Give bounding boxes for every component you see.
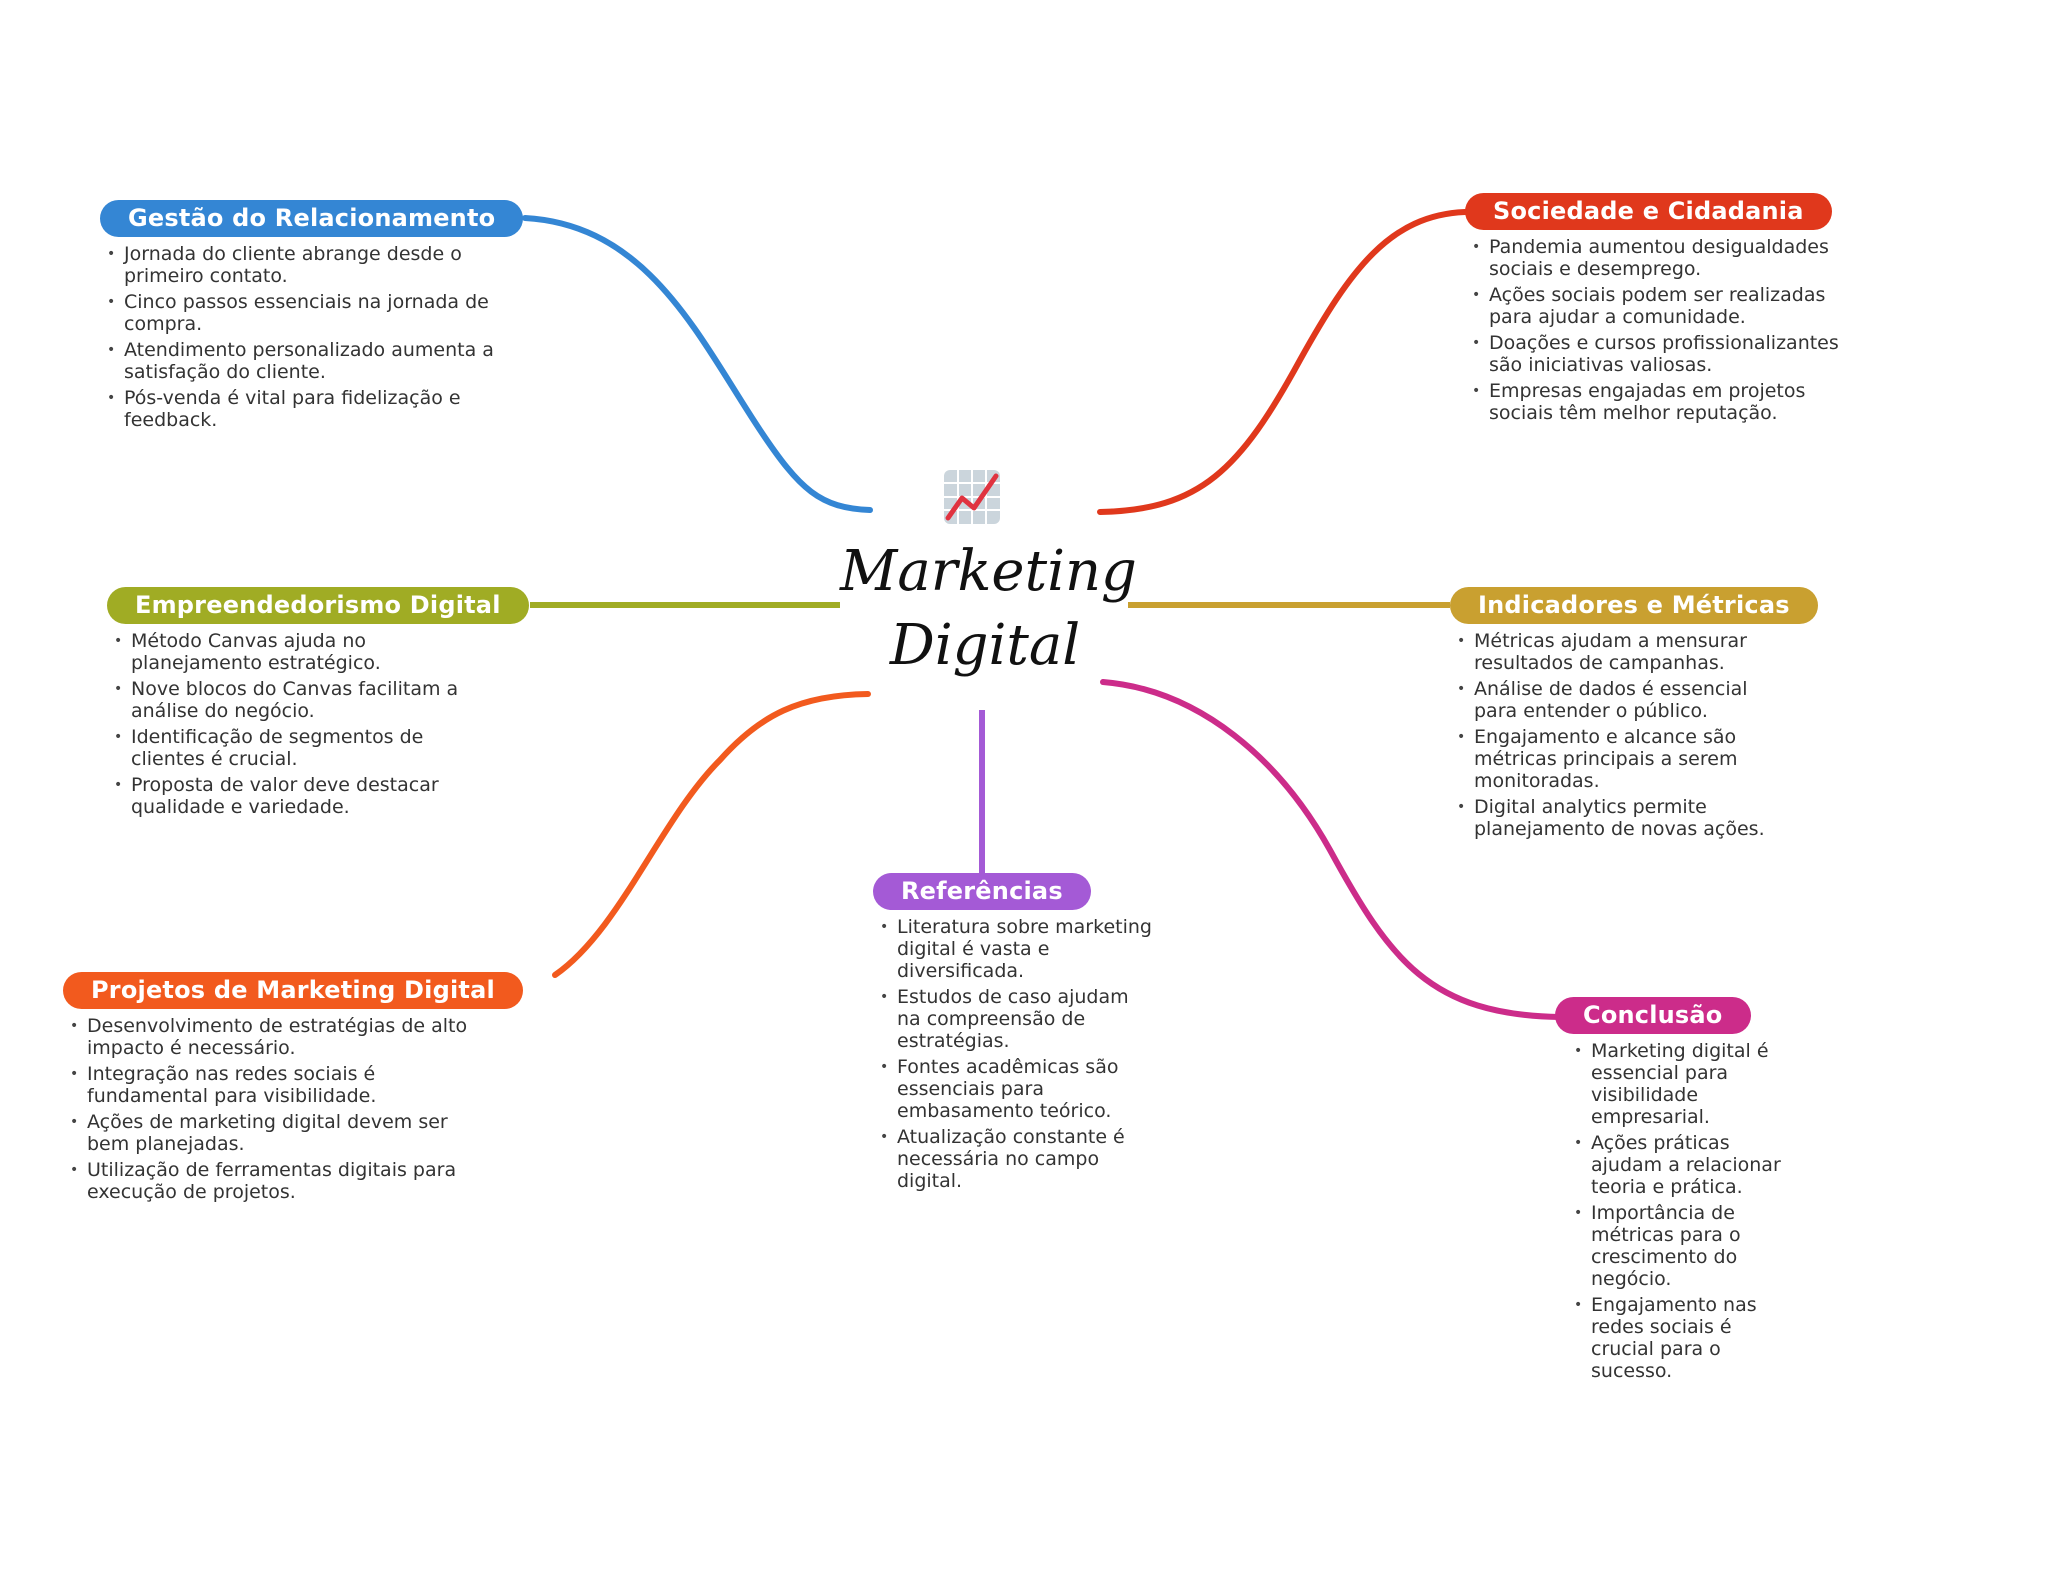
branch-title-indicadores[interactable]: Indicadores e Métricas [1450, 587, 1818, 624]
branch-title-gestao[interactable]: Gestão do Relacionamento [100, 200, 524, 237]
branch-title-sociedade[interactable]: Sociedade e Cidadania [1465, 193, 1832, 230]
bullet-item: Método Canvas ajuda no planejamento estr… [107, 630, 487, 674]
connector-conclusao [1100, 679, 1563, 1020]
branch-items-projetos: Desenvolvimento de estratégias de alto i… [63, 1015, 483, 1203]
branch-items-conclusao: Marketing digital é essencial para visib… [1567, 1040, 1787, 1382]
branch-conclusao: Conclusão Marketing digital é essencial … [1555, 997, 1795, 1386]
bullet-item: Estudos de caso ajudam na compreensão de… [873, 986, 1153, 1052]
connector-projetos [552, 691, 871, 978]
branch-title-projetos[interactable]: Projetos de Marketing Digital [63, 972, 523, 1009]
branch-items-sociedade: Pandemia aumentou desigualdades sociais … [1465, 236, 1855, 424]
bullet-item: Doações e cursos profissionalizantes são… [1465, 332, 1855, 376]
bullet-item: Integração nas redes sociais é fundament… [63, 1063, 483, 1107]
bullet-item: Análise de dados é essencial para entend… [1450, 678, 1790, 722]
connector-gestao [522, 215, 873, 513]
bullet-item: Nove blocos do Canvas facilitam a anális… [107, 678, 487, 722]
bullet-item: Marketing digital é essencial para visib… [1567, 1040, 1787, 1128]
bullet-item: Jornada do cliente abrange desde o prime… [100, 243, 540, 287]
bullet-item: Utilização de ferramentas digitais para … [63, 1159, 483, 1203]
bullet-item: Métricas ajudam a mensurar resultados de… [1450, 630, 1790, 674]
branch-gestao: Gestão do Relacionamento Jornada do clie… [100, 200, 540, 435]
bullet-item: Literatura sobre marketing digital é vas… [873, 916, 1153, 982]
bullet-item: Cinco passos essenciais na jornada de co… [100, 291, 540, 335]
connector-sociedade [1097, 209, 1468, 515]
branch-referencias: Referências Literatura sobre marketing d… [873, 873, 1163, 1196]
bullet-item: Digital analytics permite planejamento d… [1450, 796, 1790, 840]
branch-projetos: Projetos de Marketing Digital Desenvolvi… [63, 972, 583, 1207]
branch-sociedade: Sociedade e Cidadania Pandemia aumentou … [1465, 193, 1885, 428]
branch-title-conclusao[interactable]: Conclusão [1555, 997, 1751, 1034]
branch-empreendedorismo: Empreendedorismo Digital Método Canvas a… [107, 587, 547, 822]
central-title-line1: Marketing [840, 539, 1137, 604]
bullet-item: Atualização constante é necessária no ca… [873, 1126, 1153, 1192]
branch-items-indicadores: Métricas ajudam a mensurar resultados de… [1450, 630, 1790, 840]
chart-increasing-icon [944, 470, 1000, 524]
bullet-item: Ações de marketing digital devem ser bem… [63, 1111, 483, 1155]
bullet-item: Desenvolvimento de estratégias de alto i… [63, 1015, 483, 1059]
bullet-item: Identificação de segmentos de clientes é… [107, 726, 487, 770]
branch-title-referencias[interactable]: Referências [873, 873, 1091, 910]
bullet-item: Ações sociais podem ser realizadas para … [1465, 284, 1855, 328]
bullet-item: Importância de métricas para o crescimen… [1567, 1202, 1787, 1290]
bullet-item: Atendimento personalizado aumenta a sati… [100, 339, 540, 383]
branch-title-empreendedorismo[interactable]: Empreendedorismo Digital [107, 587, 529, 624]
bullet-item: Ações práticas ajudam a relacionar teori… [1567, 1132, 1787, 1198]
branch-indicadores: Indicadores e Métricas Métricas ajudam a… [1450, 587, 1870, 844]
bullet-item: Fontes acadêmicas são essenciais para em… [873, 1056, 1153, 1122]
central-title-line2: Digital [889, 613, 1081, 678]
branch-items-referencias: Literatura sobre marketing digital é vas… [873, 916, 1153, 1192]
bullet-item: Engajamento e alcance são métricas princ… [1450, 726, 1790, 792]
central-topic[interactable]: Marketing Digital [840, 535, 1137, 683]
bullet-item: Pandemia aumentou desigualdades sociais … [1465, 236, 1855, 280]
bullet-item: Proposta de valor deve destacar qualidad… [107, 774, 487, 818]
bullet-item: Engajamento nas redes sociais é crucial … [1567, 1294, 1787, 1382]
branch-items-gestao: Jornada do cliente abrange desde o prime… [100, 243, 540, 431]
branch-items-empreendedorismo: Método Canvas ajuda no planejamento estr… [107, 630, 487, 818]
bullet-item: Pós-venda é vital para fidelização e fee… [100, 387, 540, 431]
bullet-item: Empresas engajadas em projetos sociais t… [1465, 380, 1855, 424]
